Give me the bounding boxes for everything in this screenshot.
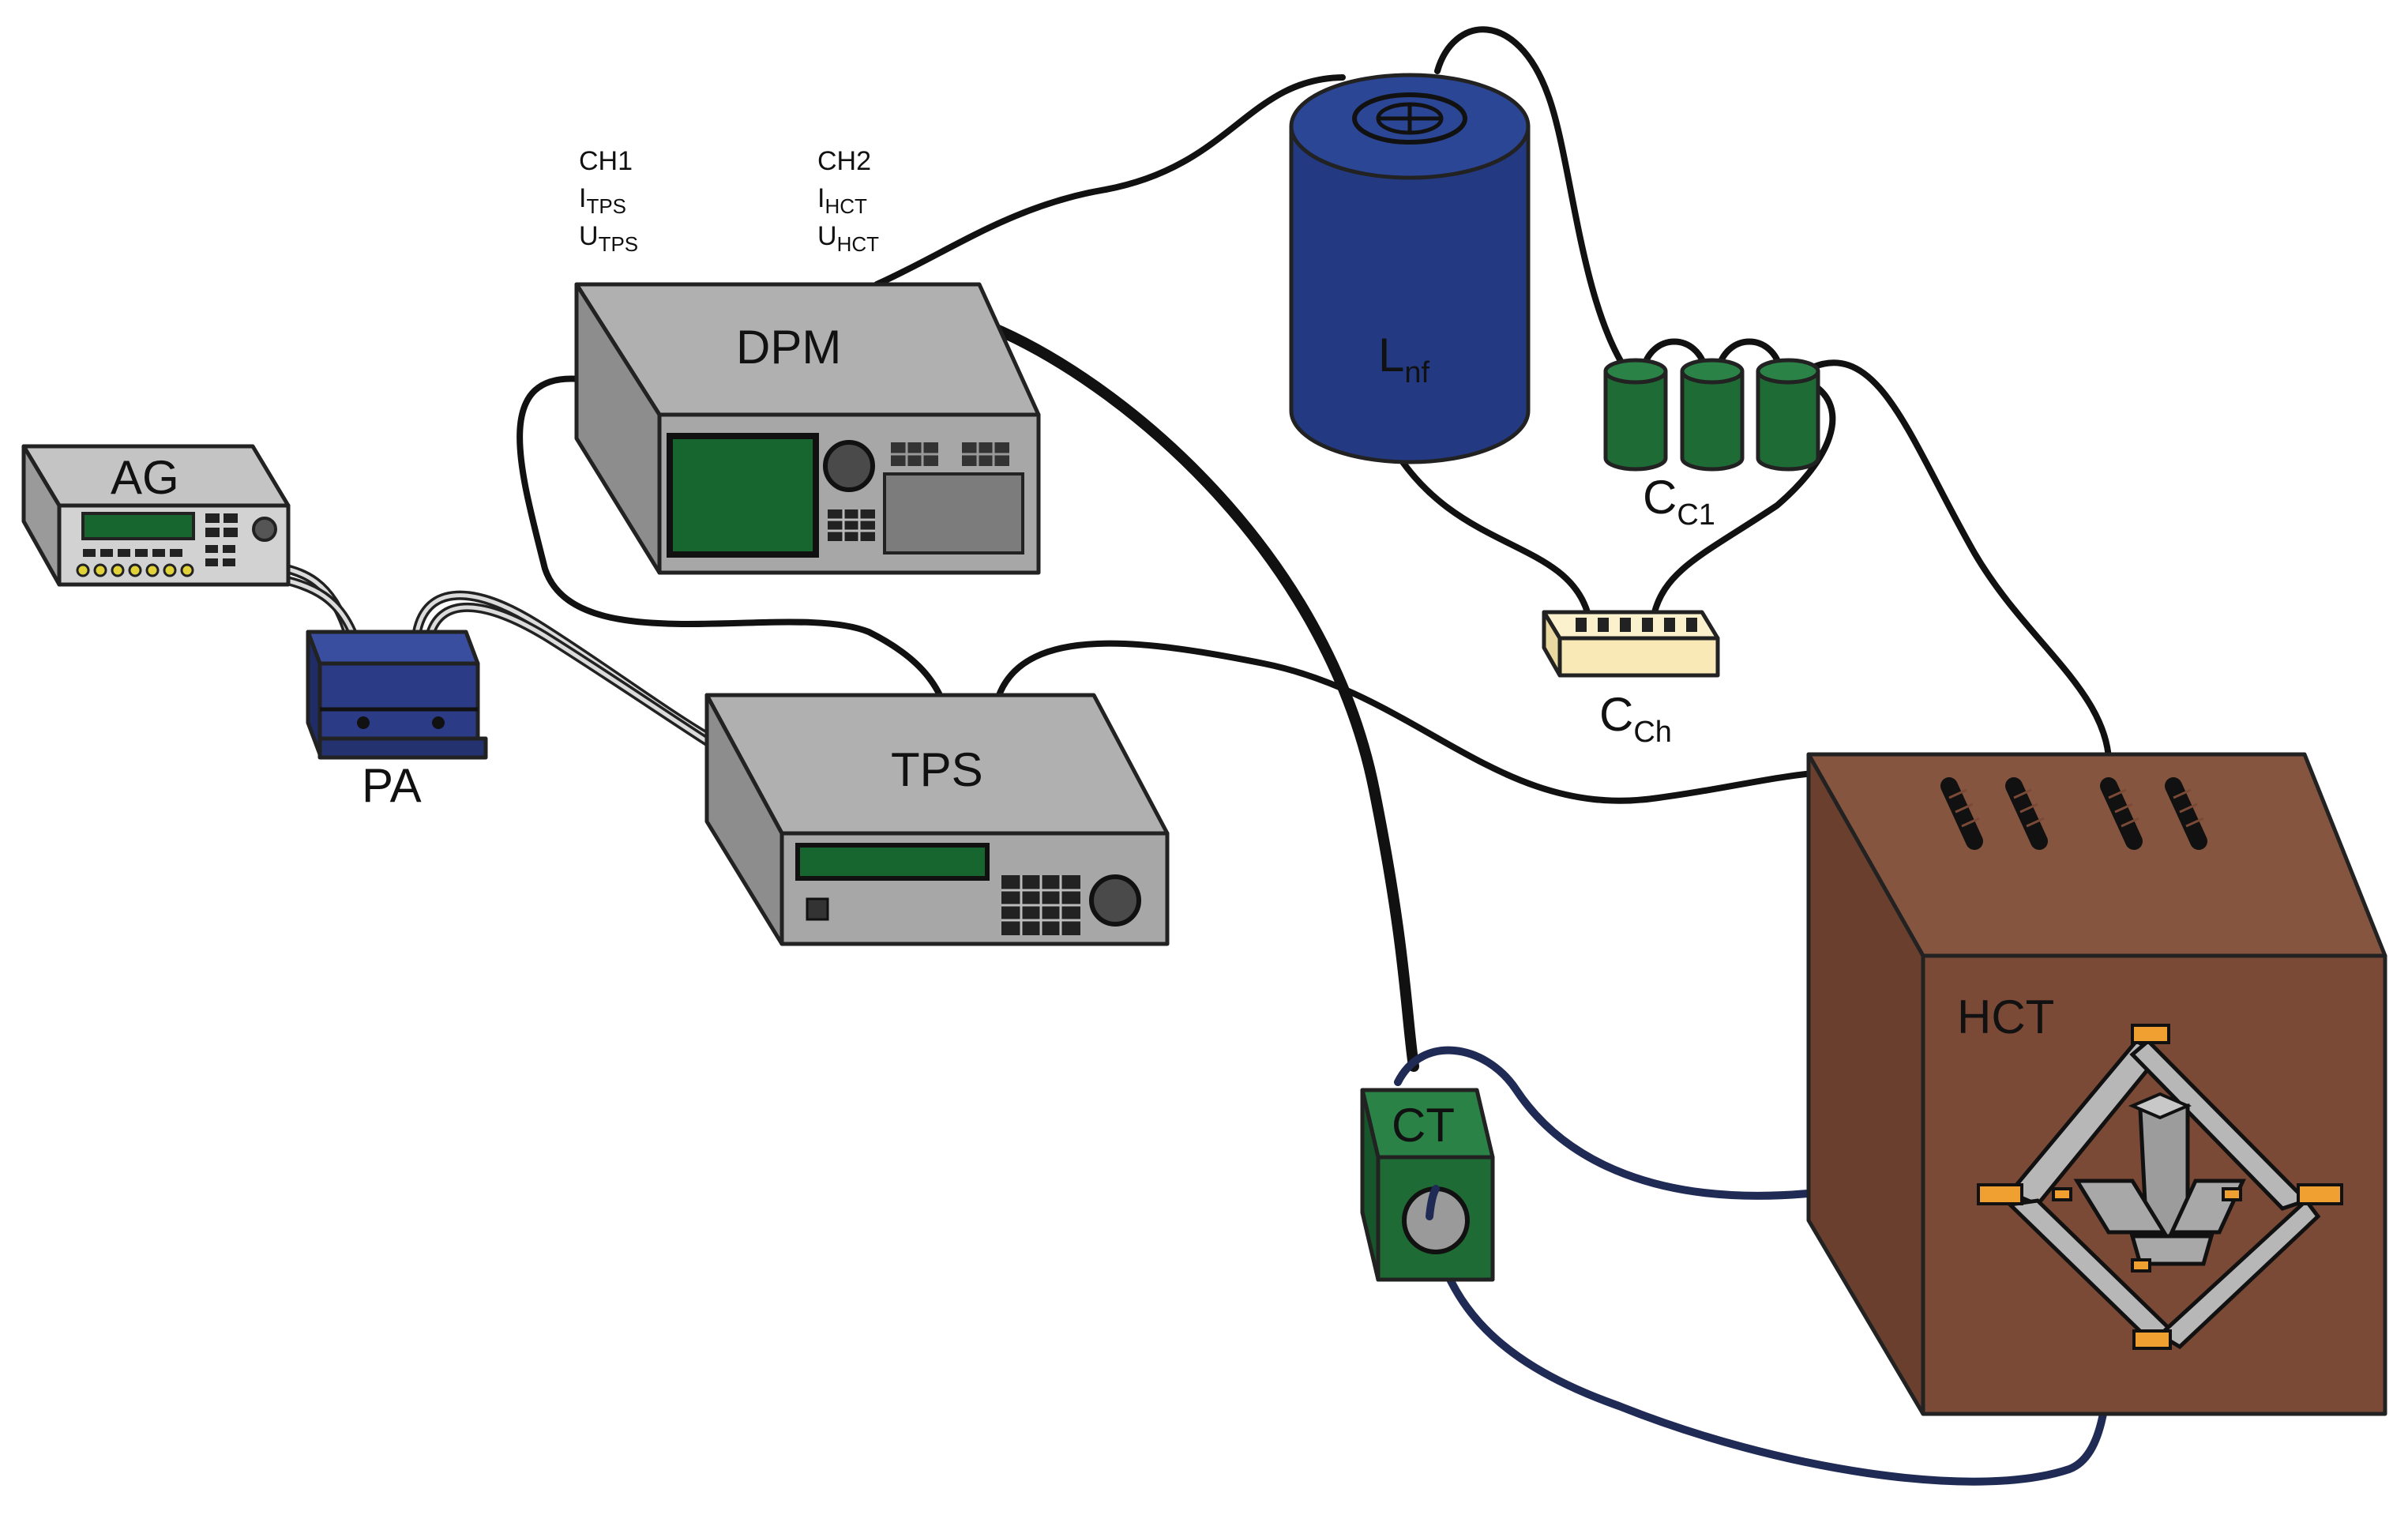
ch1-title: CH1 [579,146,633,176]
ch2-u: U [817,221,837,251]
cc1-capacitor-1 [1603,358,1668,472]
ag-label: AG [111,451,179,504]
dpm-device: DPM [574,282,1041,575]
lnf-inductor: Lnf [1289,73,1531,464]
ch2-title: CH2 [817,146,871,176]
dpm-keypad [828,509,875,541]
tps-knob [1089,874,1141,927]
ct-label: CT [1392,1099,1455,1152]
pa-label: PA [362,759,422,812]
tps-display [795,843,990,881]
ag-display [81,512,195,540]
ch2-label: CH2 IHCT UHCT [817,146,879,256]
dpm-label: DPM [736,321,841,374]
hct-bushing-rings [1948,788,2204,828]
cc1-label-sub: C1 [1677,498,1715,532]
cc1-capacitor-2 [1680,358,1745,472]
hct-terminals [1977,1024,2343,1350]
svg-text:Lnf: Lnf [1378,329,1430,389]
ag-outputs [76,563,194,577]
wire-dpm-ch1-tps [517,375,943,698]
lnf-label: L [1378,329,1404,382]
ch1-u-sub: TPS [599,232,639,256]
wire-dpm-ch2-lnf [873,74,1346,288]
tps-power-button [806,897,829,921]
wire-ct-through [1426,1185,1440,1220]
cc1-capacitor-3 [1756,358,1820,472]
cch-capacitor: CCh [1542,610,1720,749]
dpm-knob [823,440,875,492]
svg-text:IHCT: IHCT [817,183,867,218]
wire-dpm-ct [978,318,1419,1072]
ch1-u: U [579,221,599,251]
ch2-i: I [817,183,825,213]
wire-cc1-cch [1651,384,1836,615]
svg-text:ITPS: ITPS [579,183,626,218]
tps-label: TPS [891,743,983,796]
ch1-i-sub: TPS [586,194,626,218]
dpm-panel [883,472,1024,554]
svg-text:UTPS: UTPS [579,221,638,256]
ct-device: CT [1360,1088,1495,1282]
wire-tps-hct [996,640,1978,804]
ag-device: AG [21,444,291,587]
wire-lnf-cc1 [1434,26,1630,374]
wire-cc1-hct [1809,359,2113,781]
hct-device: HCT [1806,752,2387,1416]
hct-busbars [2005,1038,2321,1350]
cch-label: C [1599,688,1633,741]
tps-device: TPS [704,693,1170,946]
ag-knob [252,517,277,542]
ch2-i-sub: HCT [825,194,867,218]
wire-pa-tps [412,590,719,751]
ch1-i: I [579,183,586,213]
svg-text:UHCT: UHCT [817,221,879,256]
dpm-screen [667,433,819,558]
pa-device: PA [306,630,488,812]
cc1-capacitors: CC1 [1603,358,1820,532]
ch2-u-sub: HCT [837,232,880,256]
svg-text:CCh: CCh [1599,688,1672,749]
svg-text:CC1: CC1 [1643,471,1715,532]
ch1-label: CH1 ITPS UTPS [579,146,638,256]
ag-buttons [83,513,238,566]
hct-label: HCT [1957,991,2054,1043]
cch-terminals [1576,618,1697,632]
cch-label-sub: Ch [1633,716,1672,749]
lnf-label-sub: nf [1404,356,1429,389]
cc1-label: C [1643,471,1677,524]
